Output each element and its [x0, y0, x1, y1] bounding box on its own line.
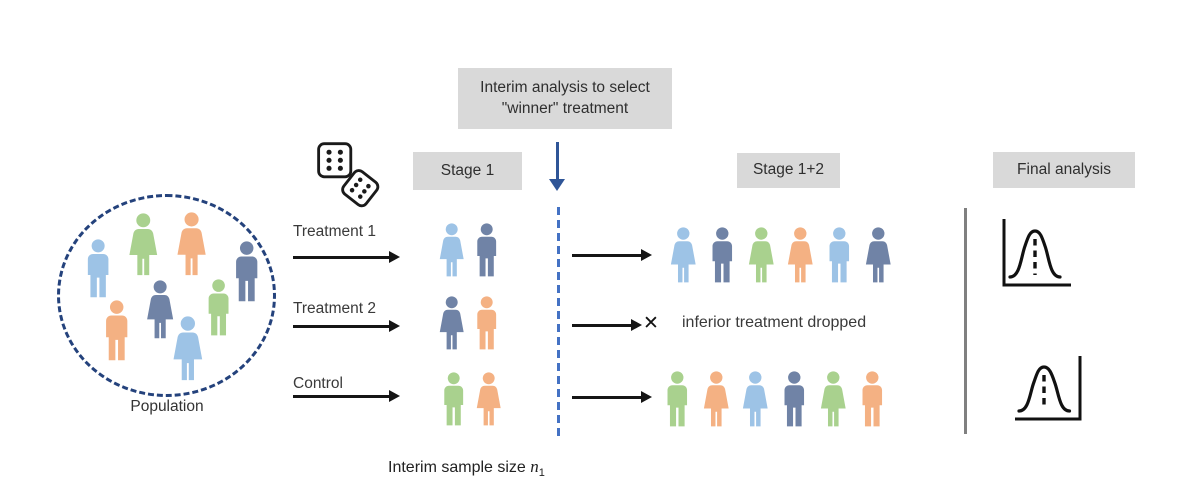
arm-label-treatment1: Treatment 1: [293, 223, 376, 240]
stage1-control-group: [438, 372, 505, 427]
person-man-slate: [477, 223, 497, 277]
stage1-treatment1-group: [436, 223, 503, 278]
arm-label-treatment2: Treatment 2: [293, 300, 376, 317]
person-woman-slate: [866, 227, 891, 283]
population-circle: [57, 194, 276, 397]
person-woman-green: [821, 371, 846, 427]
person-man-blue: [829, 227, 850, 283]
stage12-control-group: [661, 371, 889, 428]
person-woman-blue: [439, 223, 464, 277]
arrow-stage2-treatment1: [572, 250, 652, 260]
person-man-orange: [106, 300, 128, 361]
person-woman-orange: [177, 212, 207, 276]
arm-label-control: Control: [293, 375, 343, 392]
interim-analysis-box: Interim analysis to select "winner" trea…: [458, 68, 672, 129]
interim-analysis-dashed-line: [557, 207, 560, 440]
person-man-green: [209, 279, 229, 336]
arrow-treatment1: [293, 252, 400, 262]
person-man-blue: [87, 239, 109, 298]
person-woman-orange: [788, 227, 813, 283]
person-woman-green: [749, 227, 774, 283]
person-woman-blue: [743, 371, 768, 427]
person-man-orange: [862, 371, 883, 427]
interim-sample-size-text: Interim sample size: [388, 459, 526, 476]
interim-analysis-line1: Interim analysis to select: [480, 78, 650, 96]
person-woman-blue: [173, 316, 203, 381]
person-man-green: [667, 371, 688, 427]
interim-sample-size-sub: 1: [538, 467, 545, 480]
person-woman-slate: [439, 296, 464, 350]
distribution-plot-icon-top: [1002, 219, 1071, 287]
stage1-label: Stage 1: [440, 161, 495, 179]
interim-down-arrow: [555, 142, 559, 180]
arrow-control: [293, 391, 400, 401]
stage1-treatment2-group: [436, 296, 503, 351]
arrow-stage2-control: [572, 392, 652, 402]
stage1-label-box: Stage 1: [413, 152, 522, 190]
person-man-orange: [477, 296, 497, 350]
person-man-green: [444, 372, 464, 426]
person-woman-blue: [670, 227, 696, 283]
person-woman-green: [129, 213, 157, 276]
arrow-stage2-treatment2: [572, 320, 642, 330]
interim-sample-size-var: n: [530, 457, 539, 476]
stage12-treatment1-group: [667, 227, 895, 284]
person-man-slate: [784, 371, 805, 427]
interim-down-arrow-head: [549, 179, 565, 191]
distribution-plot-icon-bottom: [1015, 356, 1082, 421]
final-analysis-label: Final analysis: [1017, 160, 1111, 178]
dropped-treatment-text: inferior treatment dropped: [682, 314, 867, 331]
stage12-label-box: Stage 1+2: [737, 153, 840, 188]
population-label: Population: [130, 398, 204, 415]
interim-sample-size-note: Interim sample size n1: [388, 457, 545, 479]
person-man-slate: [712, 227, 733, 283]
interim-analysis-line2: "winner" treatment: [501, 99, 629, 117]
final-analysis-label-box: Final analysis: [993, 152, 1135, 188]
population-people: [58, 195, 277, 397]
person-woman-orange: [477, 372, 502, 426]
dropped-cross-mark: ✕: [643, 313, 659, 334]
final-analysis-separator-line: [964, 208, 967, 434]
stage12-label: Stage 1+2: [752, 161, 825, 179]
dice-randomization-icon: [317, 142, 380, 208]
person-woman-orange: [703, 371, 729, 427]
arrow-treatment2: [293, 321, 400, 331]
